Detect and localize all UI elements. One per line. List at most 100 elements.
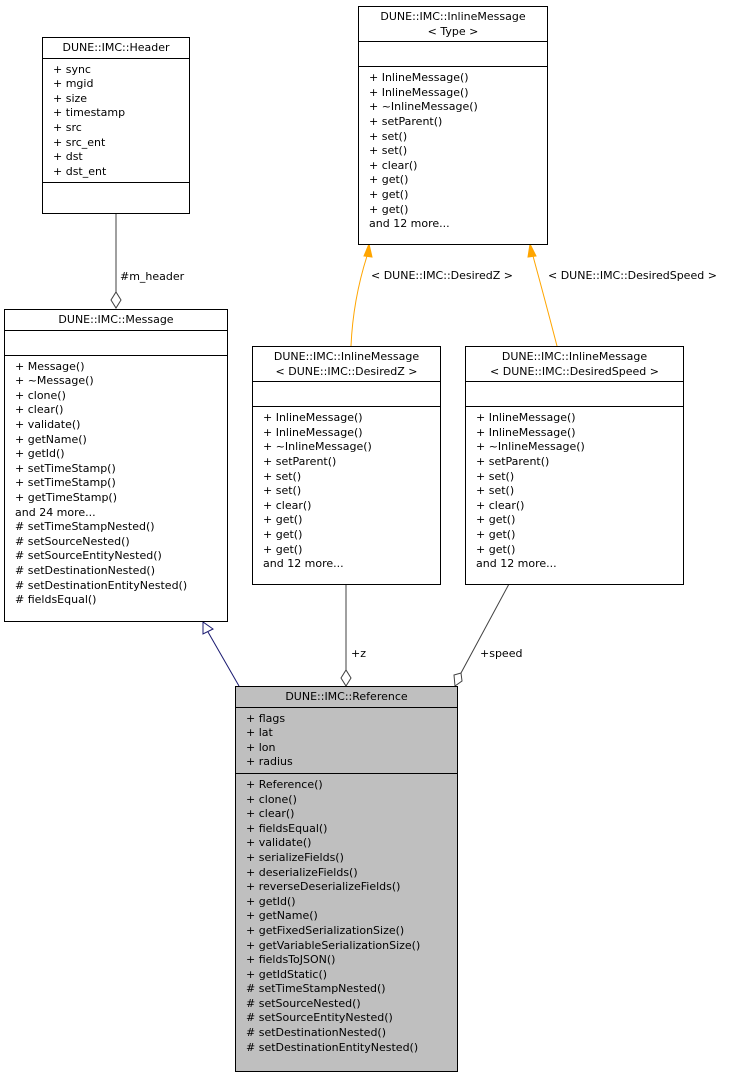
operation-item: # fieldsEqual() (15, 593, 97, 607)
operations-section: + Reference()+ clone()+ clear()+ fieldsE… (236, 772, 457, 1058)
operation-item: + deserializeFields() (246, 865, 358, 879)
class-title-line: < DUNE::IMC::DesiredZ > (275, 364, 418, 378)
operations-section: + InlineMessage()+ InlineMessage()+ ~Inl… (466, 406, 683, 575)
operation-item: + getTimeStamp() (15, 490, 118, 504)
operation-item: + validate() (15, 417, 81, 431)
operation-item: + ~InlineMessage() (369, 100, 478, 114)
m-header-label: #m_header (120, 270, 185, 283)
attribute-item: + dst (53, 150, 83, 164)
operation-item: + getFixedSerializationSize() (246, 923, 405, 937)
desiredspeed-binding-edge (532, 255, 558, 347)
operation-item: + setParent() (263, 454, 337, 468)
operation-item: + get() (263, 513, 303, 527)
class-inlinemessage-desiredspeed: DUNE::IMC::InlineMessage< DUNE::IMC::Des… (465, 346, 684, 585)
operation-item: + fieldsEqual() (246, 821, 328, 835)
class-message: DUNE::IMC::Message + Message()+ ~Message… (4, 309, 228, 622)
speed-edge (460, 583, 510, 674)
operation-item: + getVariableSerializationSize() (246, 938, 421, 952)
attribute-item: + dst_ent (53, 164, 107, 178)
operation-item: + getId() (246, 894, 296, 908)
attributes-section: + flags+ lat+ lon+ radius (236, 706, 457, 773)
operations-section: + InlineMessage()+ InlineMessage()+ ~Inl… (359, 66, 547, 235)
operation-item: + Reference() (246, 777, 323, 791)
attribute-item: + src (53, 120, 82, 134)
operation-item: + InlineMessage() (263, 425, 363, 439)
class-title-line: DUNE::IMC::Reference (285, 690, 408, 703)
operations-section: + InlineMessage()+ InlineMessage()+ ~Inl… (253, 406, 440, 575)
class-title: DUNE::IMC::Header (43, 38, 189, 58)
operation-item: + getId() (15, 447, 65, 461)
z-diamond (340, 669, 352, 687)
class-reference: DUNE::IMC::Reference + flags+ lat+ lon+ … (235, 686, 458, 1072)
attribute-item: + mgid (53, 77, 94, 91)
speed-label: +speed (480, 647, 522, 660)
class-title-line: DUNE::IMC::Message (58, 313, 174, 326)
operation-item: + InlineMessage() (369, 85, 469, 99)
operation-item: + set() (476, 484, 515, 498)
operation-item: and 12 more... (476, 557, 557, 571)
operation-item: # setTimeStampNested() (246, 982, 386, 996)
attribute-item: + lon (246, 740, 276, 754)
operation-item: + get() (476, 542, 516, 556)
operation-item: + get() (263, 542, 303, 556)
operation-item: + ~InlineMessage() (263, 440, 372, 454)
class-title-line: DUNE::IMC::InlineMessage (273, 350, 420, 363)
attributes-section (359, 41, 547, 66)
attribute-item: + lat (246, 726, 273, 740)
operation-item: + Message() (15, 359, 85, 373)
attributes-section (5, 329, 227, 355)
inheritance-edge (207, 631, 240, 687)
operations-section (43, 182, 189, 207)
desiredz-binding-edge (350, 255, 368, 347)
operation-item: + getIdStatic() (246, 967, 328, 981)
operation-item: + validate() (246, 836, 312, 850)
operation-item: # setSourceEntityNested() (15, 549, 162, 563)
attributes-section (466, 381, 683, 406)
operation-item: + get() (369, 187, 409, 201)
operation-item: # setDestinationNested() (15, 563, 156, 577)
attribute-item: + timestamp (53, 106, 126, 120)
attribute-item: + radius (246, 755, 293, 769)
operation-item: + serializeFields() (246, 850, 344, 864)
operation-item: # setSourceNested() (246, 996, 361, 1010)
operation-item: and 24 more... (15, 505, 96, 519)
desiredz-binding-arrowhead (363, 242, 373, 258)
operation-item: + set() (263, 469, 302, 483)
operation-item: + setParent() (369, 114, 443, 128)
attribute-item: + flags (246, 711, 286, 725)
operation-item: + fieldsToJSON() (246, 953, 336, 967)
z-label: +z (351, 647, 366, 660)
operation-item: + get() (476, 513, 516, 527)
desiredz-binding-label: < DUNE::IMC::DesiredZ > (371, 269, 513, 282)
operation-item: + get() (476, 527, 516, 541)
operation-item: + ~Message() (15, 374, 94, 388)
operation-item: # setDestinationEntityNested() (246, 1040, 419, 1054)
operation-item: # setDestinationNested() (246, 1026, 387, 1040)
attribute-item: + src_ent (53, 135, 106, 149)
class-header: DUNE::IMC::Header + sync+ mgid+ size+ ti… (42, 37, 190, 214)
desiredspeed-binding-arrowhead (527, 242, 537, 258)
operation-item: + setTimeStamp() (15, 476, 116, 490)
operation-item: + clear() (476, 498, 525, 512)
operation-item: + get() (369, 173, 409, 187)
operation-item: # setTimeStampNested() (15, 520, 155, 534)
operation-item: + clear() (15, 403, 64, 417)
operation-item: + clear() (246, 807, 295, 821)
operation-item: # setSourceEntityNested() (246, 1011, 393, 1025)
operation-item: + getName() (246, 909, 318, 923)
operation-item: + set() (369, 144, 408, 158)
class-title: DUNE::IMC::InlineMessage< DUNE::IMC::Des… (253, 347, 440, 381)
class-title: DUNE::IMC::Reference (236, 687, 457, 707)
desiredspeed-binding-label: < DUNE::IMC::DesiredSpeed > (548, 269, 717, 282)
operation-item: # setSourceNested() (15, 534, 130, 548)
class-inlinemessage-type: DUNE::IMC::InlineMessage< Type > + Inlin… (358, 6, 548, 245)
operation-item: + InlineMessage() (263, 411, 363, 425)
operation-item: + ~InlineMessage() (476, 440, 585, 454)
class-title-line: DUNE::IMC::Header (62, 41, 170, 54)
operation-item: + set() (369, 129, 408, 143)
operation-item: + set() (476, 469, 515, 483)
class-title: DUNE::IMC::InlineMessage< DUNE::IMC::Des… (466, 347, 683, 381)
operation-item: + reverseDeserializeFields() (246, 880, 401, 894)
operation-item: + clear() (263, 498, 312, 512)
